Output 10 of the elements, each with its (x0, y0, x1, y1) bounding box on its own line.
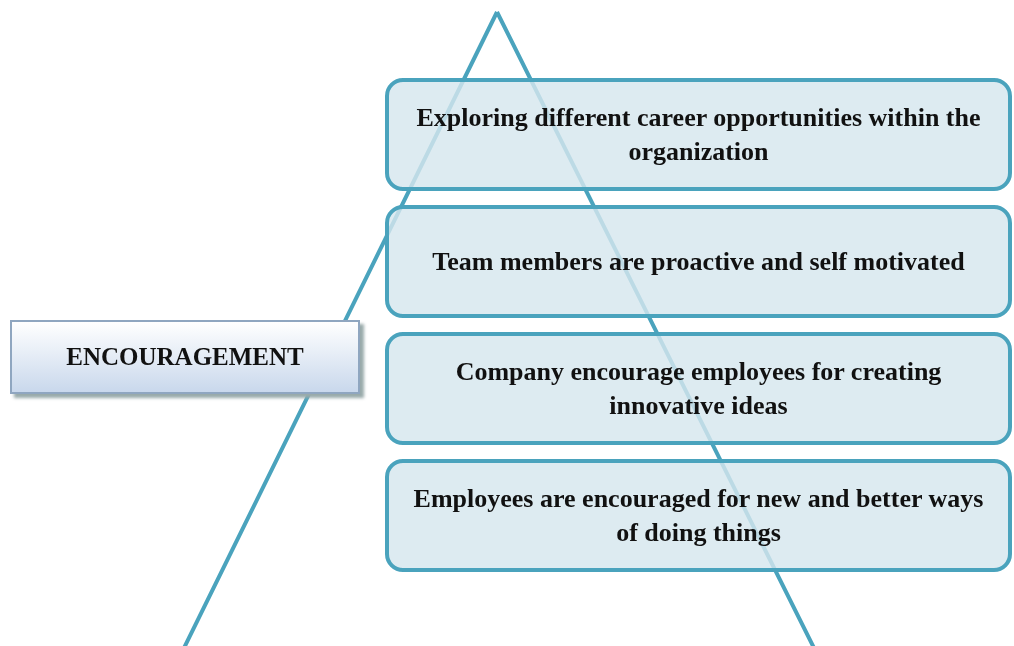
title-box (10, 320, 360, 394)
box-text: ENCOURAGEMENT (66, 343, 304, 371)
box-text: Company encourage employees for creating innovative ideas (454, 355, 943, 422)
box-text: Team members are proactive and self motivated (432, 245, 965, 278)
statement-box (385, 459, 1012, 572)
box-text: Exploring different career opportunities within the organization (415, 101, 982, 168)
statement-box (385, 205, 1012, 318)
statement-box (385, 78, 1012, 191)
statement-box (385, 332, 1012, 445)
box-text: Employees are encouraged for new and better ways of doing things (412, 482, 985, 549)
